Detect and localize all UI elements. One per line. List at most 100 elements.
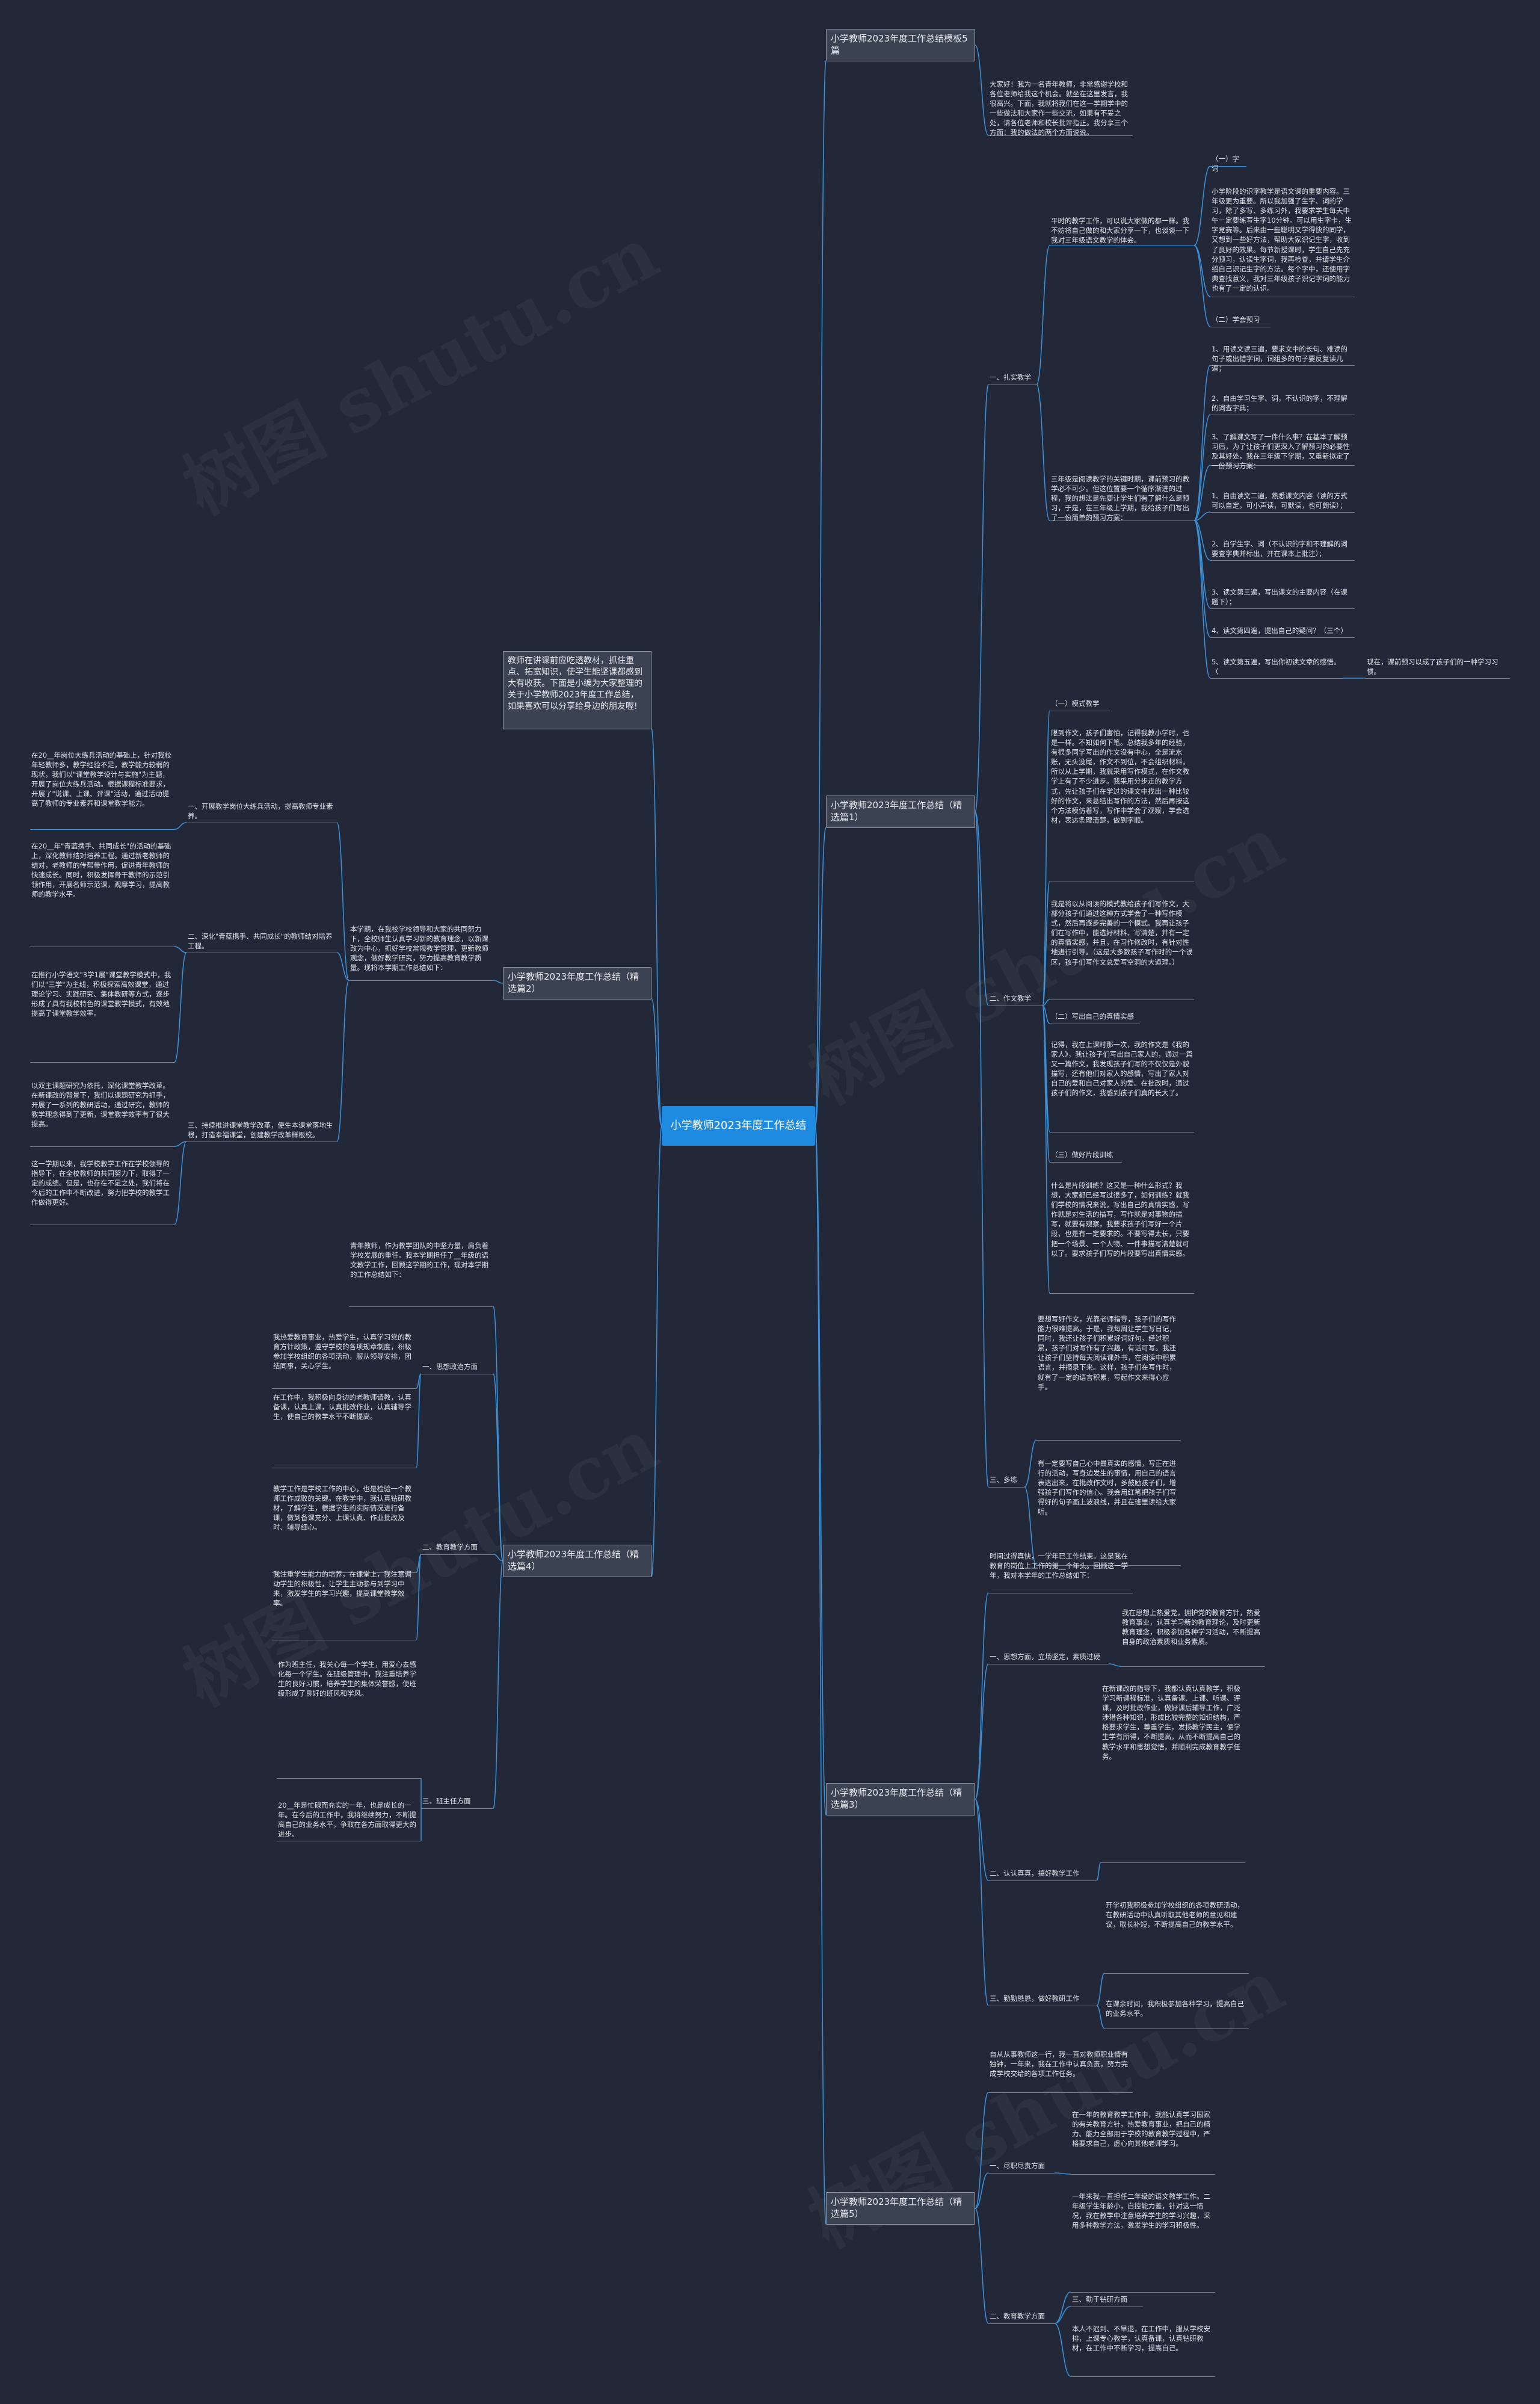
connector-line (1042, 1005, 1050, 1024)
connector-line (1194, 245, 1211, 327)
p2-main: 本学期，在我校学校领导和大家的共同努力下，全校师生认真学习新的教育理念，以新课改… (349, 923, 493, 981)
p1-step: 2、自学生字、词（不认识的字和不理解的词要查字典并标出，并在课本上批注）； (1210, 538, 1355, 561)
connector-line (975, 1592, 989, 1800)
p1-step: 3、读文第三遍，写出课文的主要内容（在课题下）； (1210, 586, 1355, 609)
p3-section-3-text: 开学初我积极参加学校组织的各项教研活动，在教研活动中认真听取其他老师的意见和建议… (1104, 1899, 1249, 1974)
connector-line (975, 384, 989, 812)
p1-step: 1、自由读文二遍，熟悉课文内容（读的方式可以自定，可小声读，可默读，也可朗读）； (1210, 490, 1355, 513)
connector-line (1054, 2291, 1071, 2324)
p1-section-1-intro: 平时的教学工作，可以说大家做的都一样。我不妨将自己做的和大家分享一下，也谈谈一下… (1050, 215, 1194, 246)
p1-step: 2、自由学习生字、词，不认识的字，不理解的词查字典； (1210, 392, 1355, 415)
connector-line (1194, 365, 1211, 521)
p4-section-3-text: 作为班主任，我关心每一个学生，用爱心去感化每一个学生。在班级管理中，我注重培养学… (277, 1658, 421, 1779)
p4-section-2-text-2: 我注重学生能力的培养，在课堂上，我注意调动学生的积极性，让学生主动参与到学习中来… (272, 1568, 416, 1640)
p5-intro: 自从从事教师这一行，我一直对教师职业情有独钟，一年来，我在工作中认真负责，努力完… (988, 2048, 1133, 2093)
connector-line (1042, 881, 1050, 1006)
p3-section-3-text-2: 在课余时间，我积极参加各种学习，提高自己的业务水平。 (1104, 1998, 1249, 2029)
branch-template[interactable]: 小学教师2023年度工作总结模板5篇 (826, 29, 975, 61)
connector-line (1054, 2323, 1071, 2377)
connector-line (1194, 165, 1211, 246)
connector-line (1054, 2172, 1071, 2175)
p1-practice-text-2: 有一定要写自己心中最真实的感情，写正在进行的活动，写身边发生的事情，用自己的语言… (1036, 1457, 1181, 1566)
p4-section-2-text: 教学工作是学校工作的中心，也是检验一个教师工作成败的关键。在教学中，我认真钻研教… (272, 1483, 416, 1573)
connector-line (1036, 245, 1050, 385)
connector-line (975, 45, 989, 136)
connector-line (174, 1141, 187, 1225)
p1-step: 5、读文第五遍，写出你初读文章的感悟。（ (1210, 656, 1343, 679)
p3-section-1-text: 我在思想上热爱党，拥护党的教育方针，热爱教育事业，认真学习新的教育理论，及时更新… (1121, 1607, 1265, 1667)
branch-article-2[interactable]: 小学教师2023年度工作总结（精选篇2） (503, 967, 651, 1000)
p3-section-2: 二、认认真真，搞好教学工作 (988, 1868, 1097, 1881)
connector-line (1096, 1973, 1105, 2006)
connector-line (1194, 414, 1211, 521)
connector-line (174, 952, 187, 1063)
connector-line (975, 1799, 989, 1881)
connector-line (1054, 2306, 1071, 2324)
connector-line (336, 980, 350, 1142)
connector-line (815, 1125, 827, 2225)
connector-line (815, 1125, 827, 1815)
p1-mode-text: 限到作文，孩子们害怕，记得我教小学时，也是一样。不知如何下笔。总结我多年的经验，… (1050, 727, 1194, 882)
connector-line (815, 60, 827, 1126)
p5-section-1-text: 在一年的教育教学工作中，我能认真学习国家的有关教育方针，热爱教育事业，把自己的精… (1071, 2109, 1215, 2175)
p1-step-tail: 现在，课前预习以成了孩子们的一种学习习惯。 (1366, 656, 1510, 679)
branch-article-5[interactable]: 小学教师2023年度工作总结（精选篇5） (826, 2192, 975, 2225)
connector-line (1194, 511, 1211, 521)
connector-line (1194, 465, 1211, 521)
branch-article-1[interactable]: 小学教师2023年度工作总结（精选篇1） (826, 796, 975, 828)
connector-line (1042, 710, 1050, 1006)
connector-line (651, 728, 662, 1126)
connector-line (1194, 520, 1211, 561)
p1-section-2: 二、作文教学 (988, 993, 1043, 1006)
p4-section-1-text: 我热爱教育事业，热爱学生，认真学习党的教育方针政策，遵守学校的各项规章制度，积极… (272, 1331, 416, 1389)
p5-section-2: 二、教育教学方面 (988, 2311, 1055, 2324)
connector-line (975, 2092, 989, 2209)
connector-line (651, 998, 662, 1126)
p2-section-1-text: 在20__年岗位大练兵活动的基础上，针对我校年轻教师多，教学经验不足，教学能力较… (30, 749, 174, 830)
p2-section-2-text-2: 在推行小学语文"3学1展"课堂教学模式中，我们以"三学"为主线，积极探索高效课堂… (30, 969, 174, 1063)
branch-article-4[interactable]: 小学教师2023年度工作总结（精选篇4） (503, 1545, 651, 1577)
connector-line (815, 827, 827, 1126)
p1-topic-preview: （二）学会预习 (1210, 314, 1270, 327)
connector-line (493, 1560, 504, 1809)
p5-section-1: 一、尽职尽责方面 (988, 2160, 1055, 2174)
p2-section-1: 一、开展教学岗位大练兵活动，提高教师专业素养。 (186, 800, 337, 823)
p2-section-3: 三、持续推进课堂教学改革，使生本课堂落地生根，打造幸福课堂，创建教学改革样板校。 (186, 1119, 337, 1142)
connector-line (174, 1141, 187, 1147)
p3-section-1: 一、思想方面，立场坚定，素质过硬 (988, 1651, 1109, 1664)
p1-section-3: 三、多练 (988, 1474, 1024, 1488)
branch-article-3[interactable]: 小学教师2023年度工作总结（精选篇3） (826, 1783, 975, 1815)
p2-section-2: 二、深化"青蓝携手、共同成长"的教师结对培养工程。 (186, 930, 337, 953)
p4-section-1: 一、思想政治方面 (421, 1361, 493, 1374)
p1-topic-mode: （一）模式教学 (1050, 698, 1110, 711)
intro-summary[interactable]: 教师在讲课前应吃透教材，抓住重点、拓宽知识，使学生能坚课都感到大有收获。下面是小… (503, 651, 651, 729)
connector-line (174, 946, 187, 953)
p1-feeling-text: 记得，我在上课时那一次，我的作文是《我的家人》，我让孩子们写出自己家人的，通过一… (1050, 1039, 1194, 1132)
p1-practice-text: 要想写好作文，光靠老师指导，孩子们的写作能力很难提高。于是，我每周让学生写日记，… (1036, 1313, 1181, 1441)
p1-words-text: 小学阶段的识字教学是语文课的重要内容。三年级更为重要。所以我加强了生字、词的学习… (1210, 185, 1355, 297)
connector-line (1108, 1663, 1121, 1667)
connector-line (174, 822, 187, 830)
connector-line (975, 1799, 989, 2006)
connector-line (1096, 1862, 1101, 1881)
p1-topic-words: （一）字词 (1210, 153, 1246, 173)
connector-line (975, 2172, 989, 2209)
p2-section-3-text-2: 这一学期以来，我学校教学工作在学校领导的指导下，在全校教师的共同努力下，取得了一… (30, 1158, 174, 1225)
p2-section-3-text: 以双主课题研究为依托，深化课堂教学改革。在新课改的背景下，我们以课题研究为抓手，… (30, 1080, 174, 1147)
p5-section-2-text-2: 本人不迟到、不早退，在工作中，服从学校安排，上课专心教学，认真备课，认真钻研教材… (1071, 2323, 1215, 2377)
p1-greeting: 大家好！我为一名青年教师，非常感谢学校和各位老师给我这个机会。就坐在这里发言，我… (988, 78, 1133, 137)
connector-line (493, 1554, 504, 1562)
p1-step: 4、读文第四遍，提出自己的疑问？（三个） (1210, 625, 1355, 638)
connector-line (416, 1554, 422, 1640)
connector-line (1042, 1005, 1050, 1294)
p3-section-3: 三、勤勤恳恳，做好教研工作 (988, 1993, 1097, 2006)
root-topic[interactable]: 小学教师2023年度工作总结 (662, 1106, 815, 1146)
connector-line (975, 811, 989, 1488)
p3-section-2-text: 在新课改的指导下，我都认真认真教学，积极学习新课程标准，认真备课、上课、听课、评… (1101, 1682, 1245, 1863)
p1-section-1: 一、扎实教学 (988, 372, 1036, 385)
p1-step: 3、了解课文写了一件什么事？在基本了解预习后，为了让孩子们更深入了解预习的必要性… (1210, 431, 1355, 470)
p1-topic-feeling: （二）写出自己的真情实感 (1050, 1011, 1140, 1024)
p1-topic-fragment: （三）做好片段训练 (1050, 1149, 1122, 1163)
p4-section-3-text-2: 20__年是忙碌而充实的一年，也是成长的一年。在今后的工作中，我将继续努力，不断… (277, 1799, 421, 1841)
